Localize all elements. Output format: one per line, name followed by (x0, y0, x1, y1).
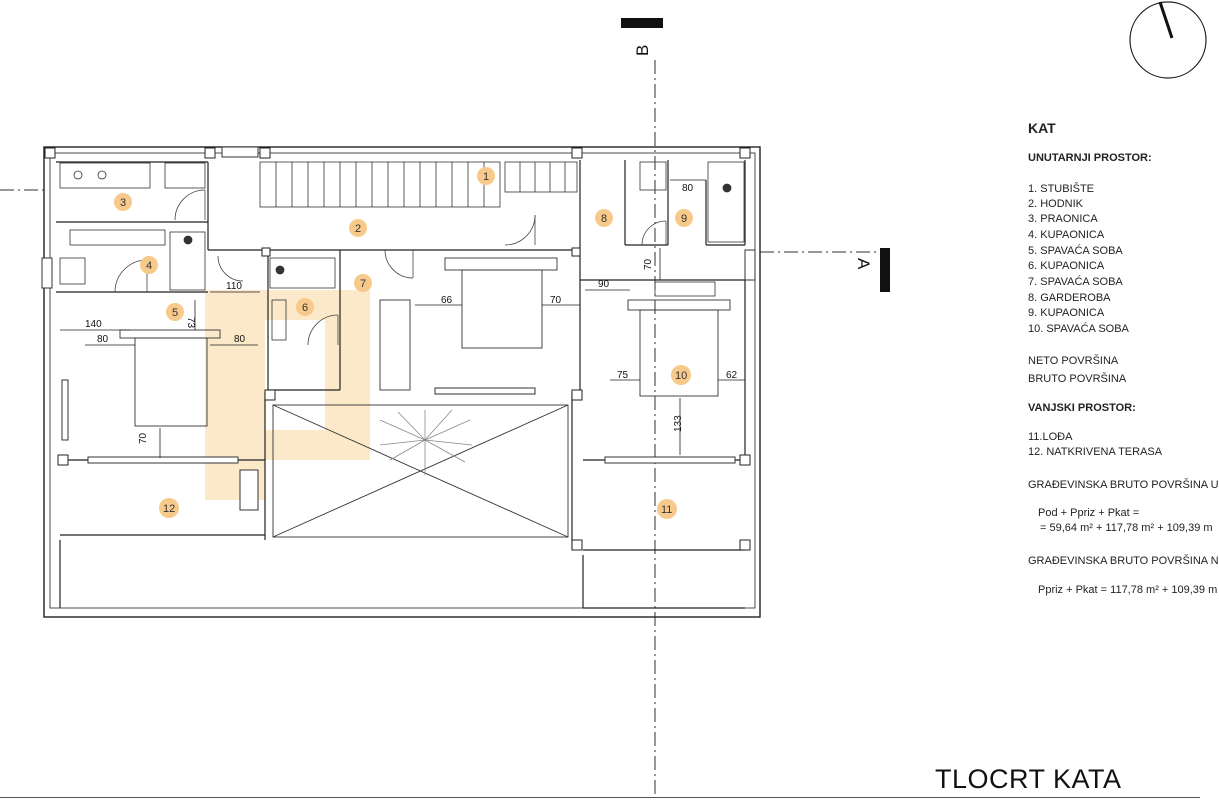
beds (119, 257, 731, 427)
room-legend: KAT UNUTARNJI PROSTOR: 1. STUBIŠTE 2. HO… (1028, 0, 1219, 800)
legend-floor: KAT (1028, 120, 1056, 136)
legend-room: 6. KUPAONICA (1028, 260, 1105, 272)
room-badge-11: 11 (657, 499, 677, 519)
door-arcs (114, 189, 667, 346)
legend-exterior-room: 12. NATKRIVENA TERASA (1028, 446, 1163, 458)
dim-label: 80 (97, 334, 109, 345)
plant-icon (379, 409, 473, 475)
room-badge-12: 12 (159, 498, 179, 518)
legend-room: 4. KUPAONICA (1028, 229, 1105, 241)
legend-interior-heading: UNUTARNJI PROSTOR: (1028, 152, 1152, 164)
svg-text:3: 3 (120, 197, 126, 209)
svg-text:2: 2 (355, 223, 361, 235)
dim-label: 80 (682, 183, 694, 194)
svg-text:6: 6 (302, 302, 308, 314)
dim-label: 70 (643, 258, 654, 270)
dim-label: 140 (85, 319, 102, 330)
svg-text:8: 8 (601, 213, 607, 225)
svg-text:12: 12 (163, 503, 175, 515)
room-badge-5: 5 (166, 303, 184, 321)
legend-formula-1a: Pod + Ppriz + Pkat = (1038, 507, 1140, 519)
dim-label: 90 (598, 279, 610, 290)
room-badge-10: 10 (671, 365, 691, 385)
legend-formula-2: Ppriz + Pkat = 117,78 m² + 109,39 m (1038, 584, 1218, 596)
dim-label: 62 (726, 370, 738, 381)
dim-label: 66 (441, 295, 453, 306)
north-arrow-icon (1129, 1, 1207, 79)
outer-wall (43, 146, 761, 618)
room-badge-1: 1 (477, 167, 495, 185)
dim-label: 70 (138, 432, 149, 444)
legend-gbp-heading-1: GRAĐEVINSKA BRUTO POVRŠINA U (1028, 479, 1219, 491)
legend-room: 7. SPAVAĆA SOBA (1028, 276, 1123, 288)
dim-label: 70 (550, 295, 562, 306)
dimension-labels: 110 73 140 80 80 70 66 70 90 80 70 75 62… (85, 183, 738, 444)
svg-text:11: 11 (661, 504, 672, 516)
windows (41, 146, 756, 511)
interior-walls (56, 160, 746, 609)
legend-room: 8. GARDEROBA (1028, 292, 1111, 304)
svg-text:5: 5 (172, 307, 178, 319)
legend-room: 5. SPAVAĆA SOBA (1028, 245, 1123, 257)
room-badge-2: 2 (349, 219, 367, 237)
legend-room: 3. PRAONICA (1028, 213, 1098, 225)
dim-label: 73 (185, 317, 196, 329)
room-badge-8: 8 (595, 209, 613, 227)
dim-label: 110 (226, 281, 242, 292)
room-badge-3: 3 (114, 193, 132, 211)
legend-room: 2. HODNIK (1028, 198, 1084, 210)
bathroom-fixtures (59, 161, 745, 341)
legend-room: 9. KUPAONICA (1028, 307, 1105, 319)
inner-wall (49, 152, 756, 609)
terrace-void (272, 404, 569, 538)
legend-formula-1b: = 59,64 m² + 117,78 m² + 109,39 m (1040, 522, 1213, 534)
dim-label: 80 (234, 334, 246, 345)
dimension-lines (60, 179, 745, 458)
svg-text:4: 4 (146, 260, 152, 272)
bottom-border (0, 797, 1200, 798)
svg-text:7: 7 (360, 278, 366, 290)
legend-exterior-heading: VANJSKI PROSTOR: (1028, 402, 1136, 414)
section-b-marker (621, 18, 663, 28)
legend-gross-area: BRUTO POVRŠINA (1028, 373, 1127, 385)
drawing-title: TLOCRT KATA (935, 764, 1122, 794)
room-badges: 1 2 3 4 5 6 7 8 9 10 11 12 (114, 167, 693, 519)
section-a-marker (880, 248, 890, 292)
dim-label: 75 (617, 370, 629, 381)
columns (44, 147, 751, 551)
legend-room: 1. STUBIŠTE (1028, 183, 1095, 195)
room-badge-4: 4 (140, 256, 158, 274)
legend-net-area: NETO POVRŠINA (1028, 355, 1119, 367)
svg-text:9: 9 (681, 213, 687, 225)
section-b-label: B (633, 45, 652, 56)
room-badge-9: 9 (675, 209, 693, 227)
dim-label: 133 (673, 415, 684, 432)
legend-gbp-heading-2: GRAĐEVINSKA BRUTO POVRŠINA N (1028, 555, 1219, 567)
staircase (259, 161, 578, 208)
legend-exterior-room: 11.LOĐA (1028, 431, 1073, 443)
room-badge-7: 7 (354, 274, 372, 292)
section-a-label: A (854, 258, 873, 270)
room-badge-6: 6 (296, 298, 314, 316)
watermark-logo (205, 290, 370, 500)
legend-room: 10. SPAVAĆA SOBA (1028, 323, 1129, 335)
svg-text:1: 1 (483, 171, 489, 183)
svg-text:10: 10 (675, 370, 687, 382)
